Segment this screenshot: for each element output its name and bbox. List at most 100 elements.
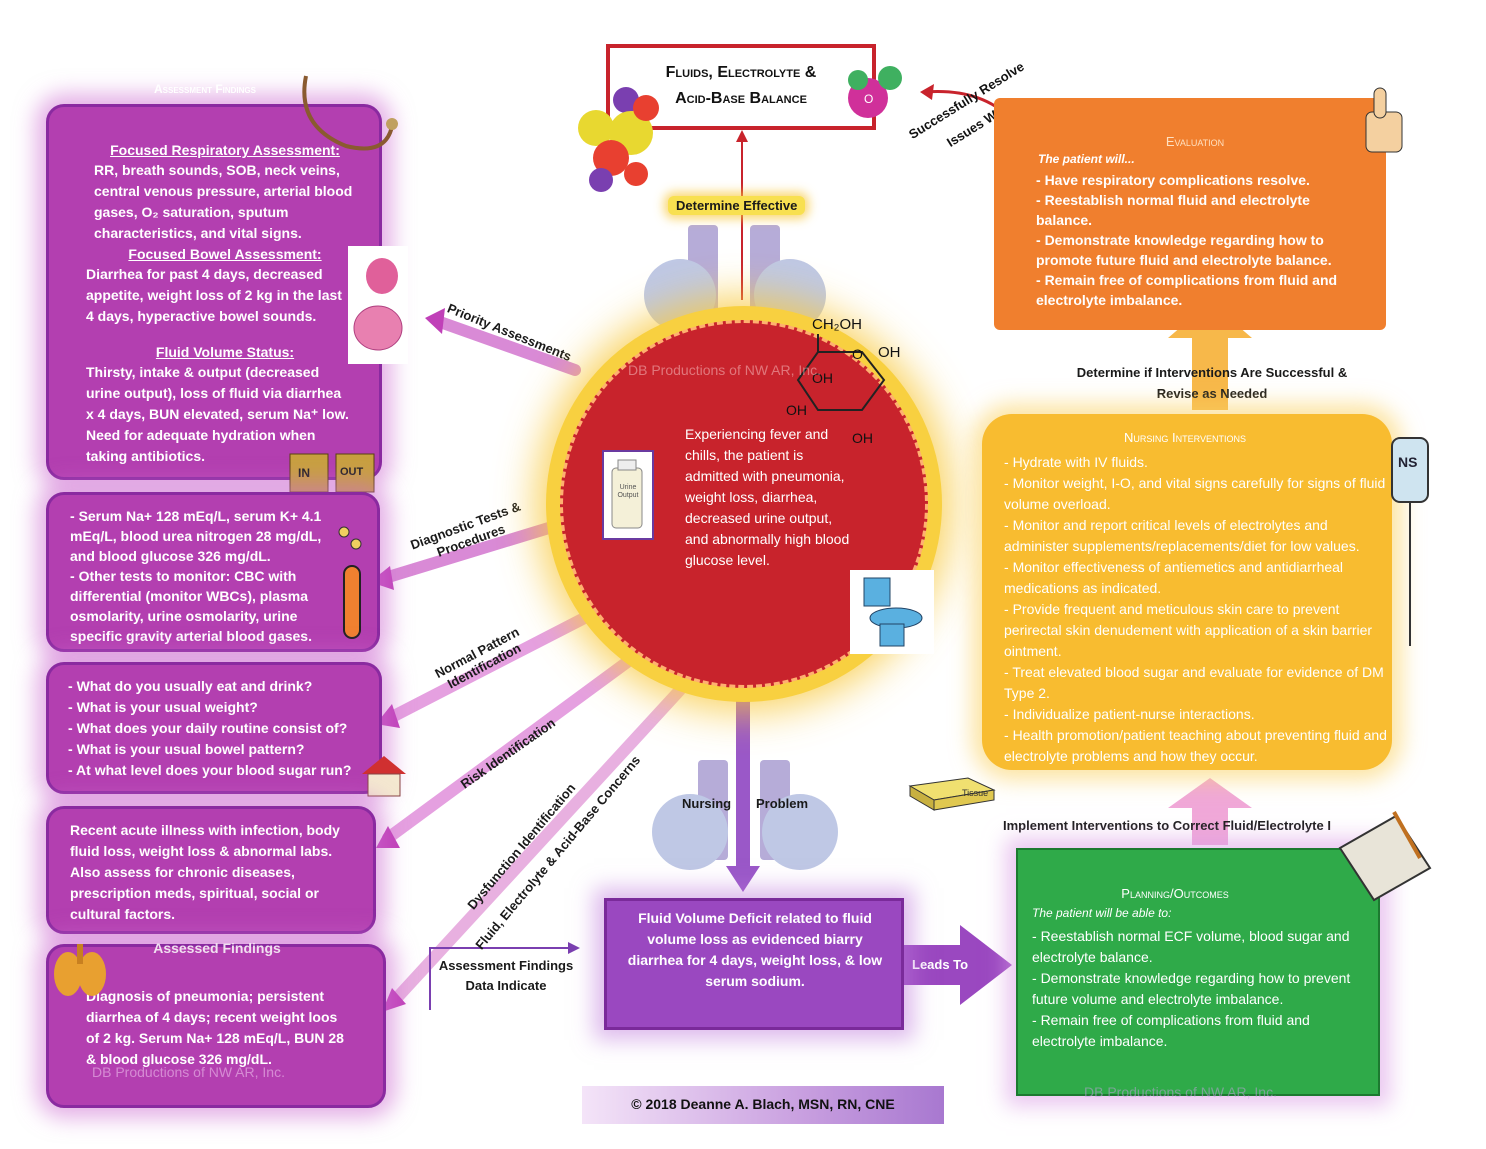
toilet-icon: [863, 577, 923, 647]
normal-item: - What is your usual bowel pattern?: [68, 741, 305, 757]
tissue-label: Tissue: [962, 788, 989, 798]
planning-intro: The patient will be able to:: [1032, 906, 1172, 920]
digestive-system-icon: [353, 258, 403, 351]
arrow-priority: [434, 316, 581, 376]
watermark-text: DB Productions of NW AR, Inc.: [92, 1064, 285, 1080]
arrow-data-indicate: [429, 947, 570, 1010]
clipboard-icon: [1338, 811, 1432, 902]
intervention-item: - Monitor effectiveness of antiemetics a…: [1004, 559, 1344, 596]
glucose-oh4: OH: [852, 430, 873, 446]
iv-bag-icon: [1391, 437, 1429, 646]
urine-jug-icon: [611, 459, 643, 529]
evaluation-list: - Have respiratory complications resolve…: [1036, 170, 1366, 310]
glucose-ch2oh: CH₂OH: [812, 316, 862, 333]
intervention-item: - Hydrate with IV fluids.: [1004, 454, 1148, 470]
diagnostic-item: - Serum Na+ 128 mEq/L, serum K+ 4.1 mEq/…: [70, 508, 322, 564]
watermark-text: DB Productions of NW AR, Inc.: [1084, 1084, 1277, 1100]
glucose-structure-icon: [796, 334, 886, 411]
iv-label: NS: [1398, 454, 1418, 470]
in-label: IN: [298, 466, 310, 480]
intervention-item: - Individualize patient-nurse interactio…: [1004, 706, 1255, 722]
diagnostic-item: - Other tests to monitor: CBC with diffe…: [70, 568, 312, 644]
normal-pattern-box: [46, 662, 382, 794]
intervention-item: - Health promotion/patient teaching abou…: [1004, 727, 1387, 764]
planning-item: - Reestablish normal ECF volume, blood s…: [1032, 928, 1350, 965]
label-problem: Problem: [756, 796, 809, 811]
arrow-implement: [1168, 778, 1252, 845]
db-logo-watermark: [652, 760, 838, 870]
normal-item: - What do you usually eat and drink?: [68, 678, 313, 694]
house-icon: [362, 756, 406, 797]
normal-item: - What is your usual weight?: [68, 699, 258, 715]
resp-text: RR, breath sounds, SOB, neck veins, cent…: [94, 162, 353, 241]
fluid-title: Fluid Volume Status:: [155, 344, 295, 360]
assessment-findings-box: [46, 104, 382, 480]
label-implement: Implement Interventions to Correct Fluid…: [1003, 818, 1331, 833]
water-molecule-icon: O: [848, 66, 902, 118]
planning-box: [1016, 848, 1380, 1096]
glucose-oh1: OH: [878, 344, 901, 361]
arrow-nursing-problem: [736, 700, 750, 870]
planning-list: - Reestablish normal ECF volume, blood s…: [1032, 926, 1372, 1052]
evaluation-header: Evaluation: [1165, 134, 1225, 149]
resp-title: Focused Respiratory Assessment:: [110, 142, 340, 158]
molecule-icon: [578, 87, 659, 192]
normal-item: - What does your daily routine consist o…: [68, 720, 348, 736]
diagnostic-list: - Serum Na+ 128 mEq/L, serum K+ 4.1 mEq/…: [70, 506, 342, 646]
evaluation-item: - Demonstrate knowledge regarding how to…: [1036, 232, 1332, 268]
problem-text: Fluid Volume Deficit related to fluid vo…: [627, 910, 883, 989]
bowel-text: Diarrhea for past 4 days, decreased appe…: [86, 266, 342, 324]
evaluation-intro: The patient will...: [1038, 152, 1135, 166]
assessment-header: Assessment Findings: [153, 82, 256, 96]
intake-output-cups-icon: [289, 453, 375, 493]
title-box: Fluids, Electrolyte & Acid-Base Balance: [606, 44, 876, 130]
lungs-icon: [54, 944, 106, 996]
label-determine-effective: Determine Effective: [668, 196, 806, 215]
label-leads-to: Leads To: [912, 957, 969, 972]
assessed-findings-box: [46, 944, 386, 1108]
thumbs-up-icon: [1365, 87, 1403, 153]
assessed-header: Assessed Findings: [153, 940, 281, 956]
interventions-list: - Hydrate with IV fluids. - Monitor weig…: [1004, 452, 1388, 767]
db-logo-watermark: [644, 225, 826, 331]
title-line1: Fluids, Electrolyte &: [665, 64, 817, 81]
intervention-item: - Monitor and report critical levels of …: [1004, 517, 1360, 554]
planning-item: - Demonstrate knowledge regarding how to…: [1032, 970, 1351, 1007]
assessed-text: Diagnosis of pneumonia; persistent diarr…: [86, 988, 344, 1067]
label-data-indicate: Assessment Findings Data Indicate: [438, 958, 574, 993]
tissue-box-icon: [908, 777, 996, 811]
test-tube-icon: [338, 526, 362, 639]
evaluation-item: - Reestablish normal fluid and electroly…: [1036, 192, 1310, 228]
interventions-header: Nursing Interventions: [1124, 430, 1246, 445]
urine-jug-label: Urine Output: [617, 484, 639, 499]
evaluation-item: - Remain free of complications from flui…: [1036, 272, 1338, 308]
arrow-risk: [382, 654, 636, 844]
glucose-oh3: OH: [786, 402, 807, 418]
watermark-text: DB Productions of NW AR, Inc.: [628, 362, 821, 378]
title-line2: Acid-Base Balance: [675, 90, 807, 107]
svg-text:O: O: [864, 92, 873, 106]
risk-box: [46, 806, 376, 934]
label-nursing: Nursing: [682, 796, 732, 811]
bowel-title: Focused Bowel Assessment:: [128, 246, 322, 262]
diagnostic-box: [46, 492, 380, 652]
out-label: OUT: [340, 466, 364, 478]
arrow-diagnostic: [379, 514, 581, 584]
intervention-item: - Monitor weight, I-O, and vital signs c…: [1004, 475, 1386, 512]
stethoscope-icon: [302, 75, 398, 151]
interventions-box: [982, 414, 1392, 770]
copyright-box: [582, 1086, 944, 1124]
intervention-item: - Provide frequent and meticulous skin c…: [1004, 601, 1373, 659]
evaluation-box: [994, 98, 1386, 330]
copyright-text: © 2018 Deanne A. Blach, MSN, RN, CNE: [631, 1096, 895, 1112]
planning-item: - Remain free of complications from flui…: [1032, 1012, 1310, 1049]
normal-list: - What do you usually eat and drink? - W…: [68, 676, 368, 781]
label-determine-if: Determine if Interventions Are Successfu…: [1076, 365, 1348, 401]
glucose-o: O: [852, 346, 863, 362]
evaluation-item: - Have respiratory complications resolve…: [1036, 172, 1310, 188]
intervention-item: - Treat elevated blood sugar and evaluat…: [1004, 664, 1384, 701]
risk-text: Recent acute illness with infection, bod…: [70, 822, 340, 922]
fluid-text: Thirsty, intake & output (decreased urin…: [86, 364, 349, 464]
nursing-problem-box: [604, 898, 904, 1030]
